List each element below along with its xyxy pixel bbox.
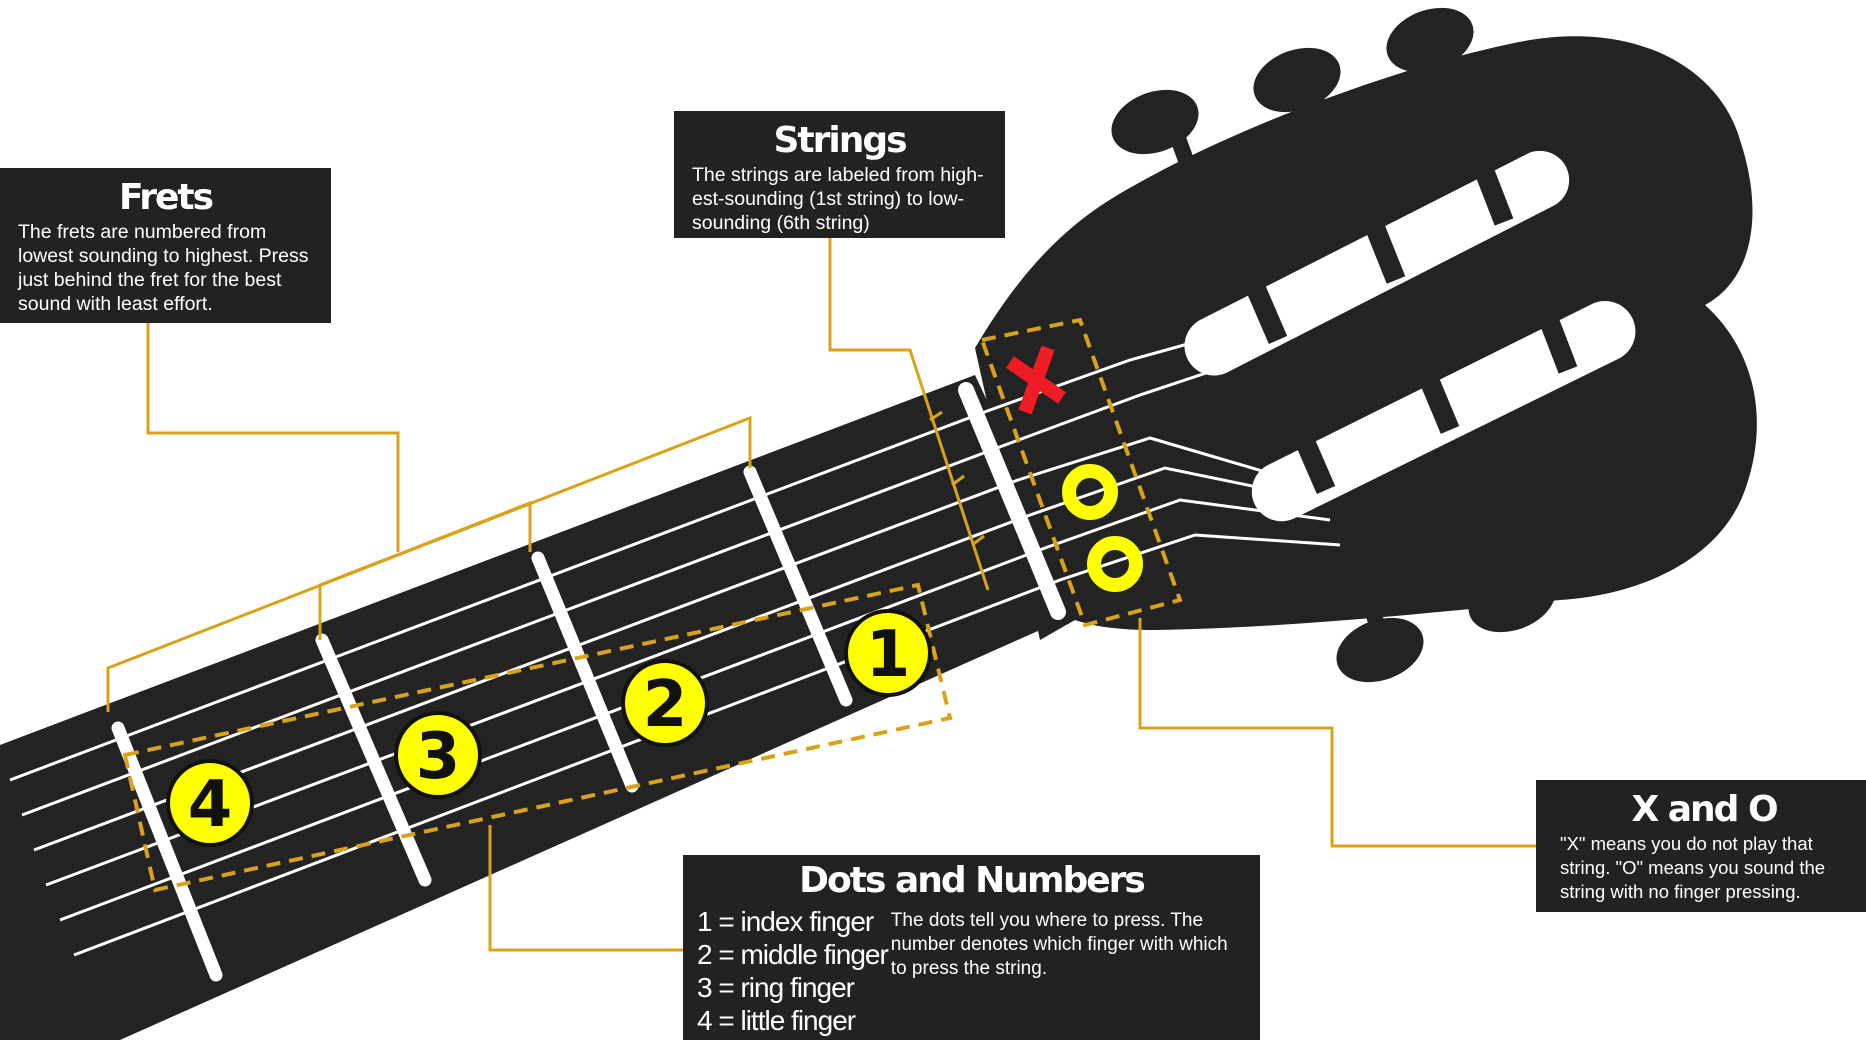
fret-4 xyxy=(111,721,223,982)
finger-dot-2: 2 xyxy=(621,659,709,747)
string-1 xyxy=(9,333,1221,782)
frets-callout: Frets The frets are numbered from lowest… xyxy=(0,168,331,323)
string-3 xyxy=(33,436,1311,852)
o-marker-2 xyxy=(1087,536,1143,592)
frets-callout-lines xyxy=(106,323,752,712)
string-2 xyxy=(21,363,1231,817)
finger-dot-1-label: 1 xyxy=(866,618,911,692)
fret-2 xyxy=(531,551,639,793)
roller-bars xyxy=(1240,156,1578,494)
strings-callout-line xyxy=(828,238,990,591)
x-and-o-title: X and O xyxy=(1631,789,1778,830)
finger-item-3: 3 = ring finger xyxy=(697,972,855,1003)
fret-3 xyxy=(315,633,432,887)
fret-1 xyxy=(743,465,853,707)
strings-title: Strings xyxy=(773,120,907,161)
frets xyxy=(111,465,853,982)
finger-dot-3-label: 3 xyxy=(416,720,461,794)
finger-dot-4: 4 xyxy=(166,759,254,847)
tuning-pegs-top xyxy=(1111,7,1474,182)
o-marker-1 xyxy=(1062,464,1118,520)
finger-dot-1: 1 xyxy=(844,609,932,697)
dots-body: The dots tell you where to press. The nu… xyxy=(890,910,1228,979)
nut xyxy=(958,382,1066,620)
finger-dots: 1 2 3 4 xyxy=(166,609,932,847)
string-4 xyxy=(45,466,1321,887)
finger-dot-2-label: 2 xyxy=(643,668,688,742)
dots-dashed-box xyxy=(122,582,953,893)
headstock-slot-upper xyxy=(1184,150,1570,376)
finger-item-2: 2 = middle finger xyxy=(697,939,889,970)
frets-body: The frets are numbered from lowest sound… xyxy=(18,221,309,315)
finger-item-4: 4 = little finger xyxy=(697,1005,856,1036)
x-marker xyxy=(1006,345,1066,415)
dots-callout: Dots and Numbers 1 = index finger 2 = mi… xyxy=(683,855,1260,1040)
finger-dot-3: 3 xyxy=(394,711,482,799)
dots-title: Dots and Numbers xyxy=(799,860,1146,901)
x-and-o-body: "X" means you do not play that string. "… xyxy=(1560,833,1826,902)
x-and-o-callout: X and O "X" means you do not play that s… xyxy=(1536,780,1866,912)
fretboard xyxy=(0,375,1085,1040)
tuning-pegs-bottom xyxy=(1336,503,1680,683)
xo-callout-line xyxy=(1138,618,1536,848)
finger-dot-4-label: 4 xyxy=(188,768,233,842)
strings-body: The strings are labeled from high-est-so… xyxy=(692,164,984,234)
strings-callout: Strings The strings are labeled from hig… xyxy=(674,111,1005,238)
frets-title: Frets xyxy=(118,177,214,218)
dots-callout-line xyxy=(488,825,683,952)
string-5 xyxy=(59,498,1331,922)
headstock xyxy=(975,7,1757,683)
strings-ticks xyxy=(929,410,985,547)
finger-list: 1 = index finger 2 = middle finger 3 = r… xyxy=(697,905,889,1037)
o-markers xyxy=(1062,464,1143,592)
finger-item-1: 1 = index finger xyxy=(697,906,874,937)
xo-dashed-box xyxy=(979,317,1183,628)
